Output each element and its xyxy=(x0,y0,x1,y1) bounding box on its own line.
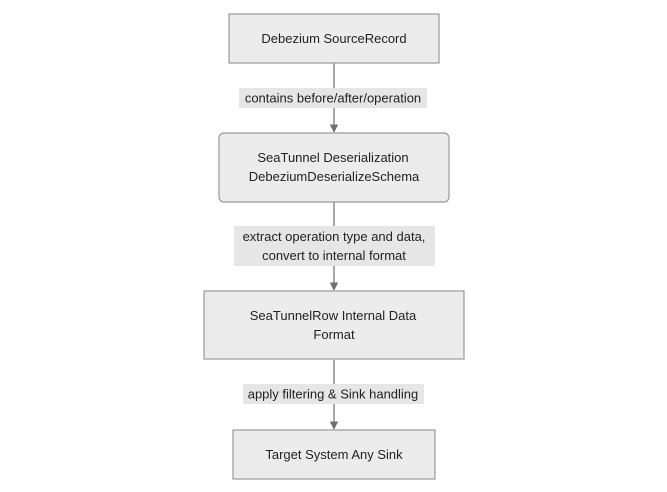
node-box xyxy=(232,429,436,480)
edge-label-background xyxy=(243,384,424,404)
edge-label: apply filtering & Sink handling xyxy=(248,387,419,402)
edge-label: convert to internal format xyxy=(262,248,406,263)
node-box xyxy=(203,290,465,360)
node-seatunnelrow-internal-data-format: SeaTunnelRow Internal Data Format xyxy=(203,290,465,360)
edge-debezium-to-deserialization: contains before/after/operation xyxy=(239,63,427,133)
edge-label-background xyxy=(239,88,427,108)
node-label: Target System Any Sink xyxy=(265,447,403,462)
node-target-system-any-sink: Target System Any Sink xyxy=(232,429,436,480)
node-label: DebeziumDeserializeSchema xyxy=(249,169,420,184)
node-label: Debezium SourceRecord xyxy=(261,31,406,46)
node-box xyxy=(218,132,450,203)
node-box xyxy=(228,13,440,64)
edge-deserialization-to-seatunnelrow: extract operation type and data, convert… xyxy=(234,202,435,291)
node-debezium-sourcerecord: Debezium SourceRecord xyxy=(228,13,440,64)
node-label: Format xyxy=(313,327,355,342)
node-seatunnel-deserialization: SeaTunnel Deserialization DebeziumDeseri… xyxy=(218,132,450,203)
node-label: SeaTunnel Deserialization xyxy=(257,150,408,165)
edge-seatunnelrow-to-target: apply filtering & Sink handling xyxy=(243,360,424,430)
edge-label: contains before/after/operation xyxy=(245,91,421,106)
edge-label-background xyxy=(234,226,435,266)
edge-label: extract operation type and data, xyxy=(243,229,426,244)
node-label: SeaTunnelRow Internal Data xyxy=(250,308,417,323)
